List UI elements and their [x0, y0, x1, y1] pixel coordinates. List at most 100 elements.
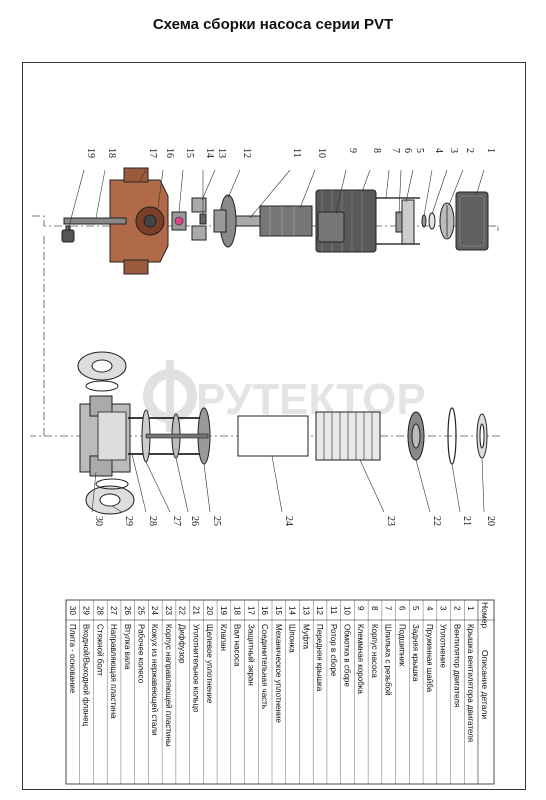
table-cell-number: 4: [425, 606, 434, 611]
callouts-bottom: 20 21 22 23 24 25 26 27 28 29 30: [93, 516, 496, 526]
table-cell-number: 9: [356, 606, 365, 611]
table-cell-description: Щелевое уплотнение: [205, 624, 214, 704]
table-cell-number: 16: [260, 606, 269, 615]
table-cell-description: Задняя крышка: [411, 624, 420, 682]
callout-23: 23: [385, 516, 396, 526]
callout-25: 25: [211, 516, 222, 526]
callout-8: 8: [371, 148, 382, 153]
table-cell-number: 11: [329, 606, 338, 615]
table-cell-description: Корпус направляющей пластины: [164, 624, 173, 747]
table-cell-description: Вал насоса: [233, 624, 242, 667]
leaders-bottom: [91, 453, 485, 513]
callout-11: 11: [291, 148, 302, 158]
table-cell-description: Шпилька с резьбой: [384, 624, 393, 696]
part-terminal-box: [317, 211, 345, 243]
callout-30: 30: [93, 516, 104, 526]
table-cell-description: Ротор в сборе: [329, 624, 338, 677]
table-cell-description: Защитный экран: [246, 624, 255, 686]
table-cell-description: Шпонка: [288, 624, 297, 653]
part-seal: [428, 212, 436, 230]
axis-top: [32, 215, 498, 227]
table-cell-description: Клеммная коробка: [356, 624, 365, 694]
callout-29: 29: [123, 516, 134, 526]
part-mechanical-seal: [171, 211, 187, 231]
table-cell-description: Стяжной болт: [95, 624, 104, 676]
table-cell-description: Обмотка в сборе: [343, 624, 352, 687]
table-cell-number: 1: [466, 606, 475, 611]
table-cell-number: 26: [123, 606, 132, 615]
callout-1: 1: [485, 148, 496, 153]
callout-19: 19: [85, 148, 96, 158]
callout-5: 5: [414, 148, 425, 153]
part-tie-bolts: [128, 417, 206, 455]
table-cell-number: 23: [164, 606, 173, 615]
page-title: Схема сборки насоса серии PVT: [152, 16, 394, 33]
table-cell-number: 10: [343, 606, 352, 615]
leaders-top: [67, 169, 485, 231]
part-fan-cover: [455, 191, 489, 251]
axis-connector: [30, 236, 45, 437]
part-base-plate: [79, 395, 131, 477]
table-cell-number: 14: [288, 606, 297, 615]
callout-13: 13: [216, 148, 227, 158]
part-spring-washer: [421, 214, 427, 228]
callout-20: 20: [485, 516, 496, 526]
part-flange-upper: [77, 351, 127, 392]
callout-15: 15: [184, 148, 195, 158]
table-header-description: Описание детали: [480, 650, 490, 719]
part-diffuser: [407, 411, 425, 461]
table-cell-number: 7: [384, 606, 393, 611]
table-cell-number: 13: [301, 606, 310, 615]
table-cell-number: 8: [370, 606, 379, 611]
table-cell-description: Рабочее колесо: [137, 624, 146, 684]
table-cell-number: 19: [219, 606, 228, 615]
table-cell-number: 27: [109, 606, 118, 615]
table-grid: [65, 600, 479, 784]
table-cell-description: Корпус насоса: [370, 624, 379, 678]
part-pump-shaft: [63, 217, 127, 225]
table-cell-description: Кожух из нержавеющей стали: [150, 624, 159, 736]
table-cell-description: Муфта: [301, 624, 310, 650]
table-cell-number: 30: [68, 606, 77, 615]
drawing-frame: [22, 62, 526, 790]
table-cell-number: 18: [233, 606, 242, 615]
callout-12: 12: [241, 148, 252, 158]
callout-26: 26: [189, 516, 200, 526]
part-shaft-lower: [145, 433, 209, 439]
table-cell-number: 12: [315, 606, 324, 615]
table-cell-number: 21: [191, 606, 200, 615]
table-cell-description: Пружинная шайба: [425, 624, 434, 693]
table-cell-number: 3: [439, 606, 448, 611]
part-connecting-piece: [109, 167, 169, 275]
callout-16: 16: [164, 148, 175, 158]
callout-10: 10: [316, 148, 327, 158]
table-cell-number: 22: [178, 606, 187, 615]
table-cell-description: Подшипник: [397, 624, 406, 667]
part-gap-seal: [476, 413, 488, 459]
callout-14: 14: [204, 148, 215, 158]
table-cell-number: 28: [95, 606, 104, 615]
table-cell-description: Клапан: [219, 624, 228, 651]
part-front-cover: [213, 194, 237, 248]
table-cell-number: 24: [150, 606, 159, 615]
part-rear-cover: [395, 199, 415, 245]
table-cell-number: 6: [397, 606, 406, 611]
part-motor-fan: [439, 202, 455, 240]
table-cell-description: Входной/Выходной фланец: [82, 624, 91, 727]
table-cell-description: Направляющая пластина: [109, 624, 118, 719]
callout-28: 28: [147, 516, 158, 526]
callout-7: 7: [390, 148, 401, 153]
callout-24: 24: [283, 516, 294, 526]
callouts-top: 1 2 3 4 5 6 7 8 9 10 11 12 13 14 15 16 1…: [85, 148, 496, 158]
table-cell-number: 29: [82, 606, 91, 615]
table-cell-description: Плита - основание: [68, 624, 77, 694]
callout-6: 6: [402, 148, 413, 153]
part-threaded-studs: [372, 197, 420, 245]
table-cell-description: Втулка вала: [123, 624, 132, 670]
part-flange-lower: [85, 478, 135, 515]
callout-22: 22: [431, 516, 442, 526]
table-cell-number: 5: [411, 606, 420, 611]
